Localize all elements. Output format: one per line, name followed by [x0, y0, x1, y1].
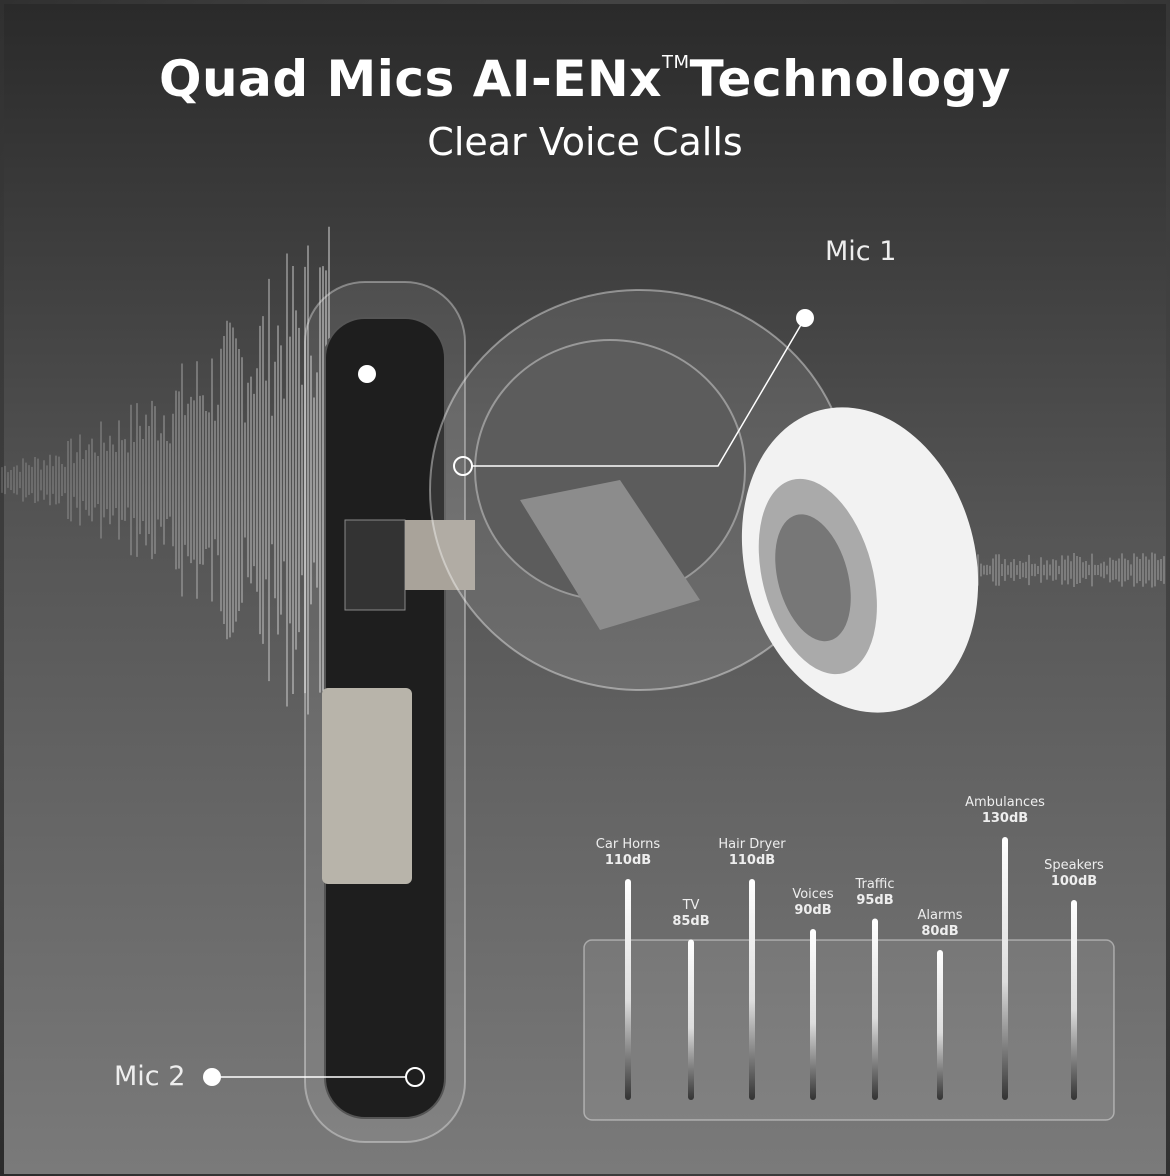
noise-value: 130dB: [981, 811, 1029, 826]
noise-panel: [583, 939, 1115, 1121]
noise-value: 90dB: [794, 903, 832, 918]
noise-value: 110dB: [728, 853, 776, 868]
connector: [344, 519, 406, 611]
chip: [322, 688, 412, 884]
noise-bar: [749, 879, 755, 1100]
noise-bar: [625, 879, 631, 1100]
led-icon: [358, 365, 376, 383]
page-subtitle: Clear Voice Calls: [427, 120, 743, 164]
mic1-dot: [796, 309, 814, 327]
noise-bars: [625, 837, 1077, 1100]
noise-bar: [937, 950, 943, 1100]
page-title: Quad Mics AI-ENxTMTechnology: [158, 50, 1011, 108]
noise-bar: [688, 939, 694, 1100]
driver-bracket: [520, 480, 700, 630]
noise-value: 95dB: [856, 892, 894, 908]
noise-name: Speakers: [1044, 858, 1104, 873]
noise-bar: [872, 918, 878, 1100]
mic1-leader-line: [472, 317, 806, 467]
noise-value: 85dB: [672, 913, 710, 929]
noise-bar: [1002, 837, 1008, 1100]
noise-bar: [1071, 900, 1077, 1100]
noise-bar: [810, 929, 816, 1100]
noise-name: Ambulances: [965, 795, 1045, 810]
mic1-label: Mic 1: [825, 236, 897, 267]
noise-name: Alarms: [917, 908, 963, 923]
noise-name: Voices: [792, 887, 834, 902]
noise-name: TV: [682, 897, 700, 913]
noise-name: Car Horns: [595, 837, 661, 852]
flex-cable: [405, 520, 475, 590]
noise-value: 80dB: [921, 924, 959, 939]
mic2-label: Mic 2: [114, 1061, 186, 1092]
noise-name: Traffic: [855, 876, 895, 892]
noise-value: 110dB: [604, 853, 652, 868]
mic2-dot: [203, 1068, 221, 1086]
noise-value: 100dB: [1050, 874, 1098, 889]
noise-name: Hair Dryer: [718, 837, 786, 852]
